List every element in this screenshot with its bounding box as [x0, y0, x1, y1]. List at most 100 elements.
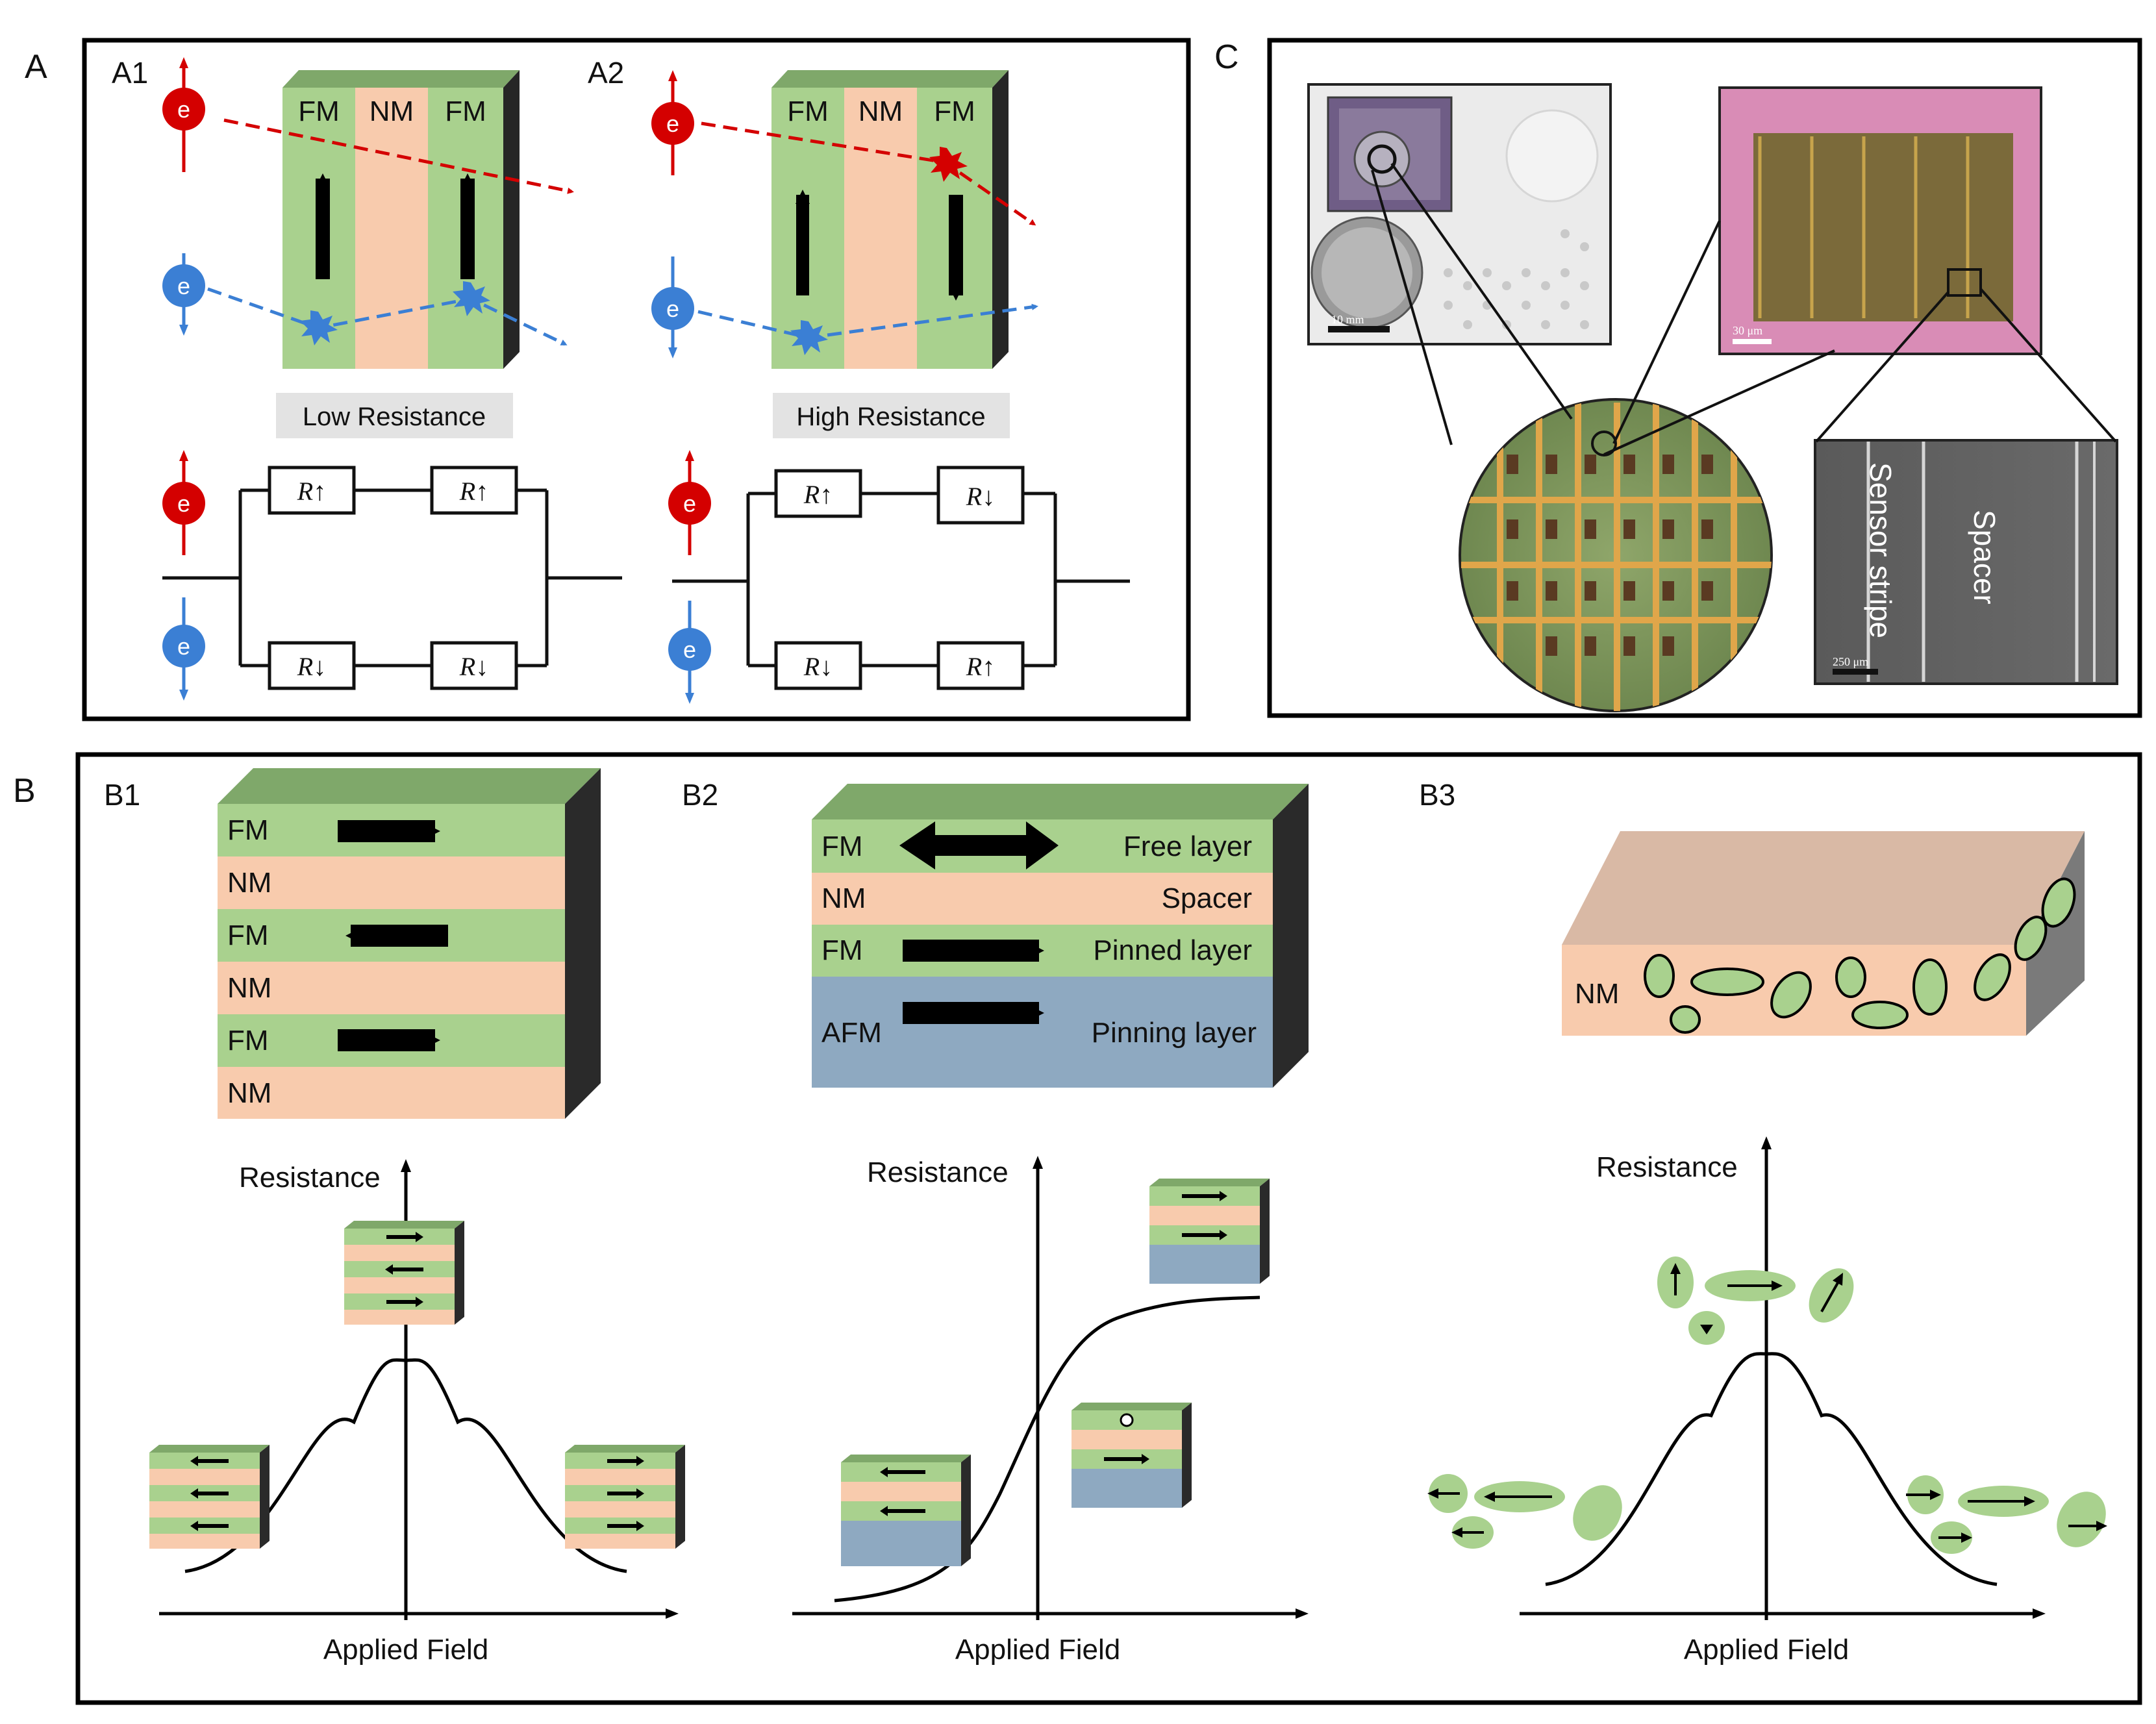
a2-resistor-top-right [936, 466, 1025, 525]
b2-nm-label: NM [821, 882, 866, 914]
b3-particle-moment-arrows [1436, 1271, 2098, 1539]
b1-x-axis-label: Applied Field [323, 1634, 488, 1666]
a2-resistor-bottom-right-label: R↑ [966, 652, 995, 681]
a2-spin-down-electron-label: e [666, 295, 679, 322]
b2-mini-stack-high [1149, 1179, 1270, 1284]
b2-sigmoid-curve [834, 1295, 1260, 1603]
micrograph-scale: 30 μm [1733, 324, 1762, 337]
a2-resistor-top-left-label: R↑ [803, 480, 833, 509]
b2-free-layer-double-arrow [899, 821, 1059, 869]
a2-resistor-bottom-right [936, 641, 1025, 690]
a1-nm-label: NM [370, 95, 414, 127]
a2-circuit-spin-up-label: e [683, 490, 696, 517]
panel-c: 10 mm 30 μm [1267, 38, 2142, 718]
a1-spin-up-electron [162, 88, 205, 131]
a2-resistor-top-left [774, 469, 862, 518]
high-resistance-label: High Resistance [796, 403, 985, 431]
low-resistance-badge [276, 393, 513, 438]
b2-mini-stack-middle [1072, 1403, 1192, 1508]
a1-resistor-bottom-right [430, 641, 518, 690]
a1-scatter-burst-1 [300, 310, 338, 345]
b2-out-of-plane-dot [1120, 1413, 1134, 1427]
a1-resistor-top-right-label: R↑ [459, 477, 488, 506]
a2-spin-down-electron [651, 287, 694, 330]
b3-particles-right [1907, 1475, 2106, 1554]
a2-spin-up-electron [651, 102, 694, 145]
a1-spin-down-electron [162, 264, 205, 307]
b3-particles-left [1429, 1474, 1622, 1549]
a2-resistor-bottom-left-label: R↓ [803, 652, 833, 681]
a1-resistor-top-left [268, 466, 356, 515]
a1-resistor-bottom-left [268, 641, 356, 690]
b2-fm-free-label: FM [821, 831, 863, 862]
high-resistance-badge [773, 393, 1010, 438]
panel-b: B1 B2 B3 FM NM FM NM FM NM [75, 752, 2142, 1705]
a2-scatter-burst-red [929, 147, 968, 182]
b1-mini-stack-right [565, 1445, 685, 1549]
b1-mini-stack-left [149, 1445, 270, 1549]
sensor-array-micrograph: 30 μm [1718, 86, 2042, 355]
b1-multilayer-stack: FM NM FM NM FM NM [218, 768, 601, 1119]
b3-slab-particles [1644, 877, 2076, 1034]
a1-resistor-top-right [430, 466, 518, 515]
a1-circuit-spin-up-label: e [177, 490, 190, 517]
b2-mini-stack-low [841, 1455, 971, 1566]
a2-circuit-spin-down-label: e [683, 636, 696, 663]
b3-x-axis-label: Applied Field [1684, 1634, 1849, 1666]
a1-resistor-top-left-label: R↑ [297, 477, 326, 506]
b2-resistance-plot: Resistance Applied Field [792, 1156, 1309, 1666]
a1-circuit-spin-down-label: e [177, 633, 190, 660]
a1-spin-valve: FM NM FM e e [162, 57, 574, 369]
b3-resistance-plot: Resistance Applied Field [1427, 1136, 2107, 1666]
a2-resistor-top-right-label: R↓ [966, 482, 995, 511]
b1-fm-3-label: FM [227, 1025, 269, 1056]
sensor-stripe-label: Sensor stripe [1864, 462, 1898, 638]
sensor-wafer: 500 μm [1459, 398, 1773, 712]
a1-resistor-bottom-right-label: R↓ [459, 652, 488, 681]
a2-fm-left-label: FM [787, 95, 829, 127]
chip-photo: 10 mm [1307, 83, 1612, 345]
a2-resistor-circuit [672, 466, 1130, 690]
spacer-sem-label: Spacer [1968, 510, 2001, 605]
b1-fm-2-label: FM [227, 919, 269, 951]
a1-fm-right-label: FM [445, 95, 486, 127]
b1-gaussian-curve [184, 1358, 627, 1573]
a1-spin-up-path [223, 118, 574, 194]
b3-granular-film: NM [1562, 831, 2085, 1036]
panel-label-a1: A1 [112, 56, 148, 90]
low-resistance-label: Low Resistance [303, 403, 486, 431]
spacer-label: Spacer [1162, 882, 1252, 914]
a1-spin-up-electron-label: e [177, 96, 190, 123]
a2-circuit-electrons: e e [668, 450, 711, 704]
a2-spin-valve: FM NM FM e e [651, 70, 1038, 369]
pinning-layer-label: Pinning layer [1092, 1017, 1257, 1049]
b2-y-axis-label: Resistance [867, 1156, 1009, 1188]
b2-x-axis-label: Applied Field [955, 1634, 1120, 1666]
panel-label-c: C [1214, 38, 1239, 76]
panel-label-a: A [25, 48, 47, 86]
b1-mini-stack-center [344, 1221, 464, 1325]
sem-image: Sensor stripe Spacer 250 μm [1814, 439, 2118, 685]
b3-y-axis-label: Resistance [1596, 1151, 1738, 1183]
b1-resistance-plot: Resistance Applied Field [149, 1159, 685, 1666]
b3-nm-label: NM [1575, 978, 1619, 1010]
b2-spin-valve-stack: FM NM FM AFM Free layer Spacer Pinned la… [812, 784, 1309, 1088]
a1-resistor-circuit [162, 466, 622, 690]
free-layer-label: Free layer [1123, 831, 1252, 862]
wafer-scale: 500 μm [1483, 679, 1518, 692]
a2-scatter-burst-blue [790, 320, 828, 355]
a1-resistor-bottom-left-label: R↓ [297, 652, 326, 681]
a1-fm-left-label: FM [298, 95, 340, 127]
zoom-connectors [1371, 162, 2117, 456]
panel-label-b1: B1 [104, 778, 140, 812]
b1-nm-3-label: NM [227, 1077, 271, 1109]
a1-circuit-electrons: e e [162, 450, 205, 701]
a1-spin-down-electron-label: e [177, 273, 190, 299]
sem-scale: 250 μm [1833, 655, 1868, 668]
a2-nm-label: NM [859, 95, 903, 127]
b1-nm-1-label: NM [227, 867, 271, 899]
panel-label-b: B [13, 772, 36, 810]
a2-resistor-bottom-left [774, 641, 862, 690]
b2-afm-label: AFM [821, 1017, 882, 1049]
